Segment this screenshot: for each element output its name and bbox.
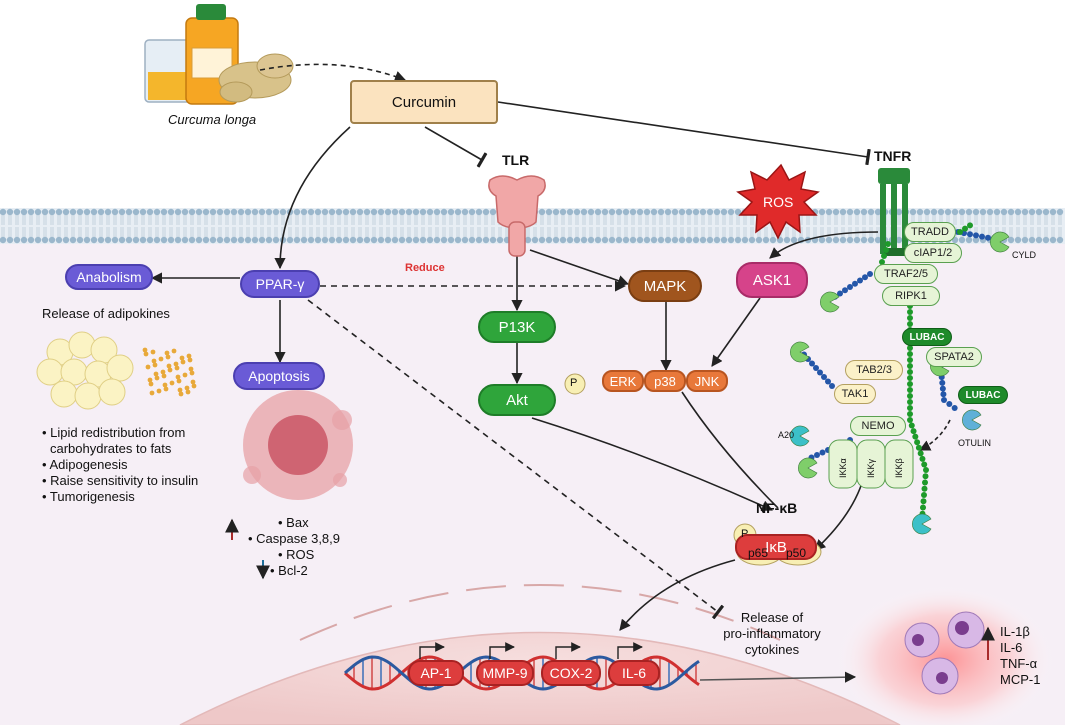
ask1-node: ASK1 (736, 262, 808, 298)
a20-label: A20 (778, 430, 795, 440)
tnfr-receptor (878, 168, 910, 256)
ciap-node: cIAP1/2 (904, 243, 962, 263)
marker-up: • ROS (278, 547, 315, 562)
cytokine-release-label: Release of pro-inflammatory cytokines (722, 610, 822, 658)
tlr-receptor (488, 175, 546, 257)
ros-star (736, 163, 820, 240)
ikk-complex (828, 439, 914, 489)
tnfr-label: TNFR (874, 148, 912, 164)
cytokine-item: TNF-α (1000, 656, 1038, 671)
curcuma-longa-illustration (144, 4, 294, 105)
curcumin-box: Curcumin (350, 80, 498, 124)
gene-il6: IL-6 (608, 660, 660, 686)
adipokines-label: Release of adipokines (42, 306, 170, 321)
cyld-label: CYLD (1012, 250, 1037, 260)
ikka-label: IKKα (838, 458, 848, 478)
p50-label: p50 (786, 546, 807, 560)
mapk-node: MAPK (628, 270, 702, 302)
tab23-node: TAB2/3 (845, 360, 903, 380)
cytokine-item: IL-6 (1000, 640, 1023, 655)
reduce-label: Reduce (405, 262, 445, 274)
lubac-node-1: LUBAC (902, 328, 952, 346)
adipokine-effects-list: • Lipid redistribution from carbohydrate… (42, 425, 198, 505)
lubac-node-2: LUBAC (958, 386, 1008, 404)
tradd-node: TRADD (904, 222, 956, 242)
cytokine-list: IL-1β IL-6 TNF-α MCP-1 (1000, 624, 1040, 688)
gene-cox2: COX-2 (541, 660, 601, 686)
ppar-gamma-node: PPAR-γ (240, 270, 320, 298)
release-line: pro-inflammatory (723, 626, 821, 641)
effect-item: • Tumorigenesis (42, 489, 135, 504)
immune-cells-illustration (904, 611, 985, 695)
erk-node: ERK (602, 370, 644, 392)
tlr-label: TLR (502, 152, 530, 168)
effect-item: • Lipid redistribution from (42, 425, 186, 440)
akt-phospho-label: P (570, 377, 578, 389)
effect-item: • Adipogenesis (42, 457, 128, 472)
ripk1-node: RIPK1 (882, 286, 940, 306)
p65-label: p65 (748, 546, 769, 560)
ikb-node: IκB (735, 534, 817, 560)
ikky-label: IKKγ (866, 458, 876, 478)
effect-item: carbohydrates to fats (50, 441, 172, 456)
cytokine-item: MCP-1 (1000, 672, 1041, 687)
spata2-node: SPATA2 (926, 347, 982, 367)
anabolism-node: Anabolism (65, 264, 153, 290)
apoptosis-markers-list: • Bax • Caspase 3,8,9 • ROS • Bcl-2 (248, 515, 340, 579)
inflammation-glow (835, 585, 1055, 725)
trend-arrows (225, 518, 995, 660)
marker-up: • Bax (278, 515, 309, 530)
cytokine-item: IL-1β (1000, 624, 1030, 639)
nucleus (179, 631, 901, 725)
gene-mmp9: MMP-9 (476, 660, 534, 686)
akt-node: Akt (478, 384, 556, 416)
apoptosis-node: Apoptosis (233, 362, 325, 390)
effect-item: • Raise sensitivity to insulin (42, 473, 199, 488)
release-line: Release of (740, 610, 804, 625)
gene-ap1: AP-1 (408, 660, 464, 686)
jnk-node: JNK (686, 370, 728, 392)
nemo-node: NEMO (850, 416, 906, 436)
marker-up: • Caspase 3,8,9 (248, 531, 340, 546)
adipocytes-illustration (36, 331, 197, 410)
ikkb-label: IKKβ (894, 458, 904, 478)
source-caption: Curcuma longa (168, 112, 257, 127)
pathway-arrows (150, 63, 951, 683)
nfkb-title: NF-κB (756, 500, 798, 516)
tak1-node: TAK1 (834, 384, 876, 404)
pi3k-node: P13K (478, 311, 556, 343)
release-line: cytokines (744, 642, 800, 657)
ros-label: ROS (763, 194, 794, 210)
otulin-label: OTULIN (958, 438, 992, 448)
marker-down: • Bcl-2 (270, 563, 308, 578)
traf-node: TRAF2/5 (874, 264, 938, 284)
ikb-phospho-label: P (741, 528, 749, 540)
p38-node: p38 (644, 370, 686, 392)
apoptotic-cell-illustration (243, 390, 353, 500)
